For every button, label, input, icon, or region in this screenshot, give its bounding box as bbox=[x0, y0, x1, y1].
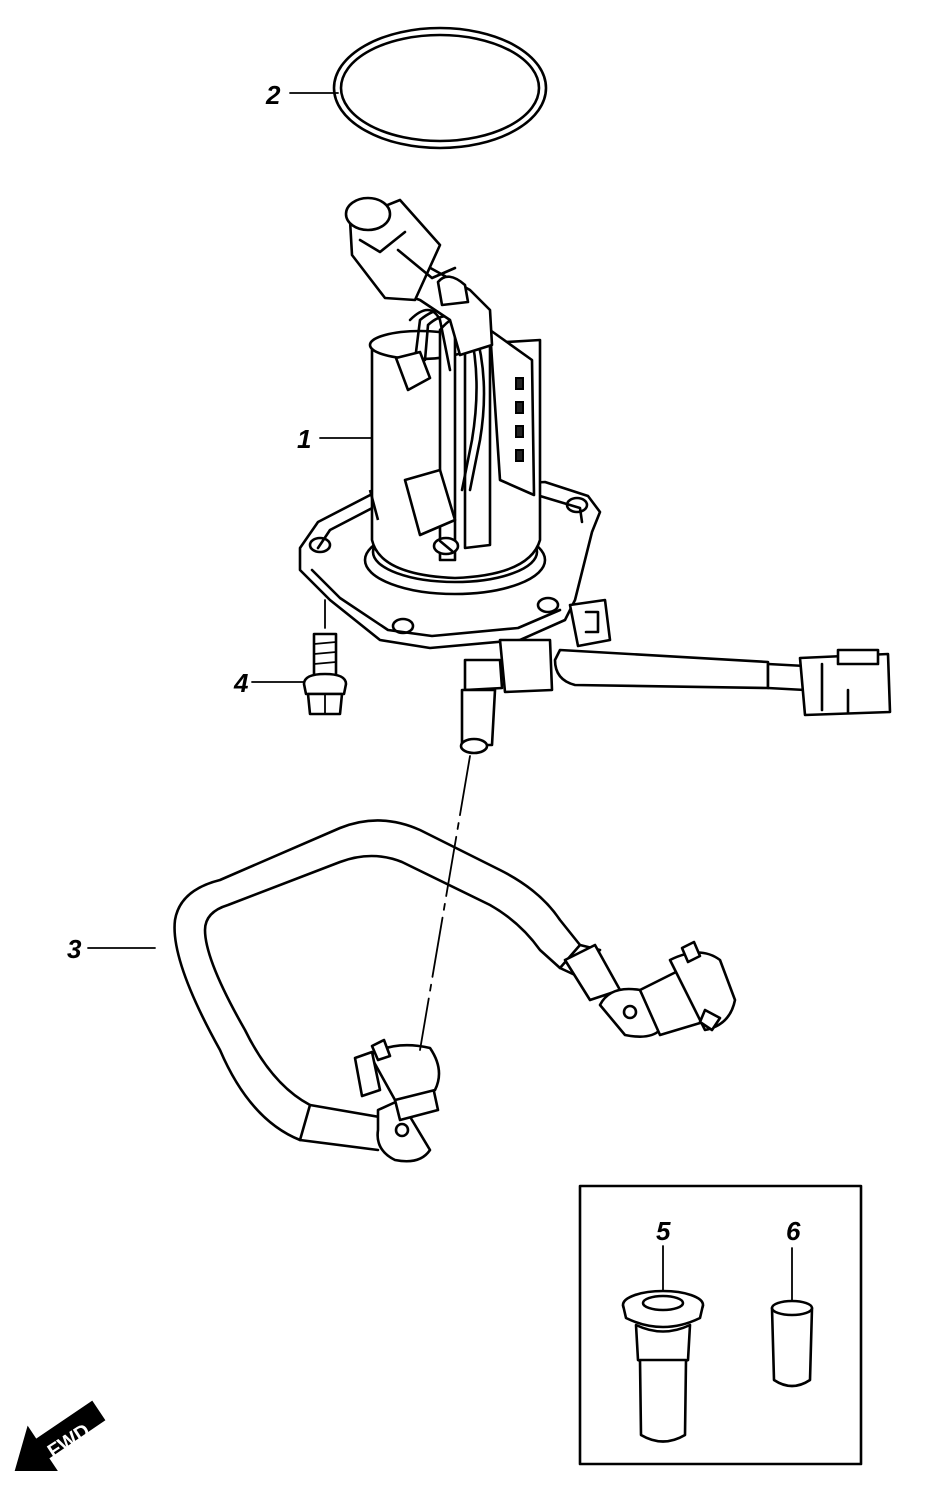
inset-box bbox=[578, 1184, 863, 1466]
callout-4[interactable]: 4 bbox=[233, 668, 305, 698]
fuel-pump-part bbox=[298, 196, 892, 755]
callout-2[interactable]: 2 bbox=[265, 80, 339, 110]
callout-5-label: 5 bbox=[656, 1216, 671, 1246]
fwd-arrow-icon: FWD bbox=[14, 1400, 106, 1471]
callout-2-label: 2 bbox=[265, 80, 281, 110]
o-ring-part bbox=[332, 26, 548, 150]
callout-1[interactable]: 1 bbox=[297, 424, 373, 454]
callout-6[interactable]: 6 bbox=[786, 1216, 801, 1246]
callout-4-label: 4 bbox=[233, 668, 249, 698]
callout-3[interactable]: 3 bbox=[67, 934, 156, 964]
bolt-part bbox=[302, 599, 348, 716]
callout-5[interactable]: 5 bbox=[656, 1216, 671, 1246]
fuel-hose-part bbox=[173, 819, 737, 1163]
assembly-line bbox=[419, 755, 471, 1051]
connector-part bbox=[621, 1245, 705, 1443]
callout-6-label: 6 bbox=[786, 1216, 801, 1246]
cap-part bbox=[770, 1247, 814, 1388]
callout-3-label: 3 bbox=[67, 934, 82, 964]
callout-1-label: 1 bbox=[297, 424, 311, 454]
